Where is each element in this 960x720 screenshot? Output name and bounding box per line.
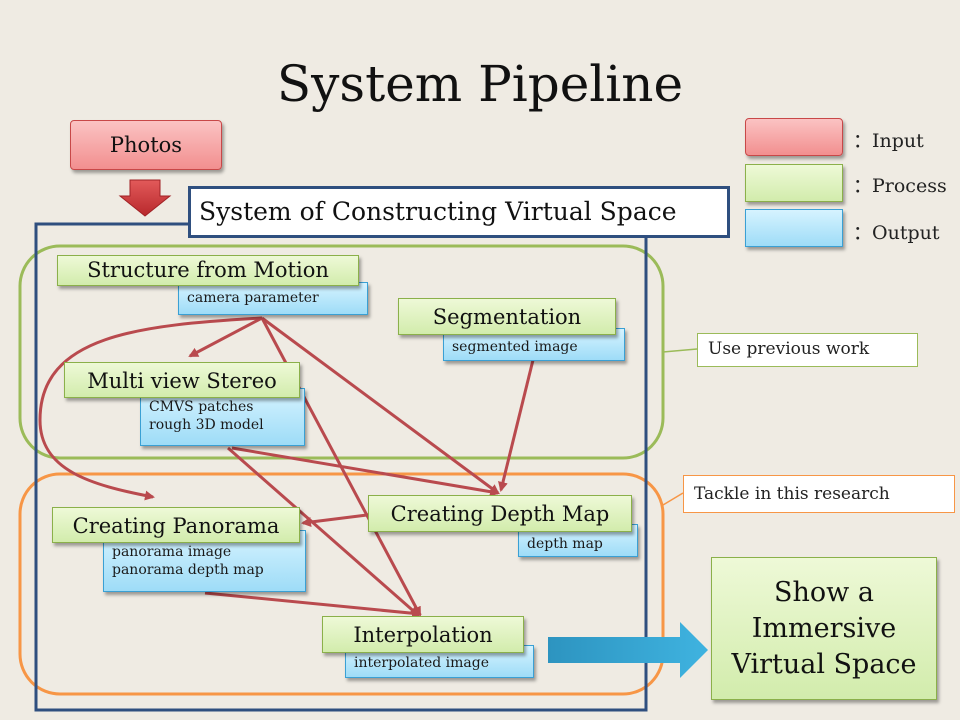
arrow-mvs-to-depthmap: [231, 446, 500, 497]
research-region: [18, 472, 665, 696]
arrow-sfm-to-mvs: [188, 316, 263, 358]
panorama-process: Creating Panorama: [52, 507, 300, 543]
interpolation-process: Interpolation: [322, 616, 524, 653]
arrow-segmentation-to-depthmap: [498, 359, 535, 492]
arrow-panorama-to-interpolation: [204, 591, 422, 619]
research-note: Tackle in this research: [683, 475, 955, 513]
legend-output-label: ：Output: [853, 222, 940, 244]
legend-output-swatch: [745, 209, 843, 247]
legend-input-label: ：Input: [853, 130, 924, 152]
result-box: Show a Immersive Virtual Space: [711, 557, 937, 700]
legend-process-swatch: [745, 164, 843, 202]
depthmap-process: Creating Depth Map: [368, 495, 632, 532]
mvs-process: Multi view Stereo: [64, 362, 300, 398]
arrow-sfm-to-panorama: [38, 316, 263, 501]
segmentation-process: Segmentation: [398, 298, 616, 335]
result-text: Show a Immersive Virtual Space: [731, 576, 917, 680]
legend-input-swatch: [745, 118, 843, 156]
research-note-connector: [662, 492, 684, 506]
sfm-output: camera parameter: [178, 282, 368, 315]
photos-input: Photos: [70, 120, 222, 170]
previous-work-note: Use previous work: [697, 333, 918, 367]
arrow-mvs-to-interpolation: [227, 446, 420, 617]
sfm-process: Structure from Motion: [57, 255, 359, 286]
system-label: System of Constructing Virtual Space: [188, 186, 730, 238]
result-arrow: [548, 622, 708, 678]
arrow-depthmap-to-panorama: [301, 512, 376, 527]
legend-process-label: ：Process: [853, 175, 947, 197]
arrow-sfm-to-depthmap: [261, 316, 500, 495]
down-arrow: [118, 179, 172, 217]
previous-note-connector: [662, 348, 698, 353]
page-title: System Pipeline: [276, 55, 684, 113]
